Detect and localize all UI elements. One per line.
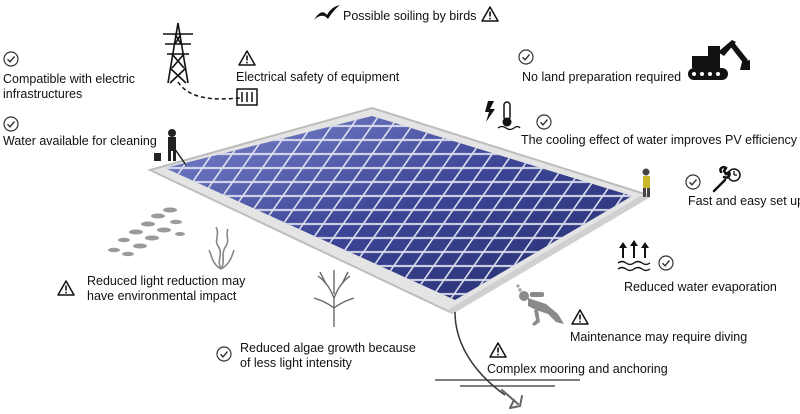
check-circle-icon	[658, 255, 674, 271]
check-circle-icon	[3, 116, 19, 132]
power-pylon-icon	[163, 22, 193, 84]
warning-triangle-icon	[571, 309, 589, 325]
worker-cleaning	[154, 129, 187, 166]
mooring-line	[454, 311, 506, 396]
label-light-reduction-1: Reduced light reduction may	[87, 274, 246, 288]
evaporation-arrows-icon	[617, 240, 651, 272]
worker-setup	[642, 168, 650, 197]
check-circle-icon	[685, 174, 701, 190]
label-water-cleaning: Water available for cleaning	[3, 134, 157, 148]
label-maintenance-diving: Maintenance may require diving	[570, 330, 748, 344]
power-cable	[177, 81, 241, 100]
check-circle-icon	[536, 114, 552, 130]
float-edge	[448, 192, 650, 315]
bird-icon	[314, 5, 340, 20]
label-electric-compat-2: infrastructures	[3, 87, 83, 101]
check-circle-icon	[216, 346, 232, 362]
anchor-icon	[501, 389, 523, 409]
label-electrical-safety: Electrical safety of equipment	[236, 70, 400, 84]
diver-icon	[516, 284, 564, 326]
check-circle-icon	[3, 51, 19, 67]
fish-school-icon	[108, 207, 185, 257]
label-light-reduction-2: have environmental impact	[87, 289, 237, 303]
aquatic-plant-icon	[208, 226, 235, 270]
label-fast-setup: Fast and easy set up	[688, 194, 800, 208]
label-algae-1: Reduced algae growth because	[240, 341, 416, 355]
label-algae-2: of less light intensity	[240, 356, 352, 370]
pv-panel-grid	[165, 116, 632, 300]
label-mooring: Complex mooring and anchoring	[487, 362, 668, 376]
warning-triangle-icon	[489, 342, 507, 358]
warning-triangle-icon	[481, 6, 499, 22]
water-surface	[435, 379, 580, 387]
check-circle-icon	[518, 49, 534, 65]
wrench-icon	[712, 165, 741, 193]
thermometer-icon	[485, 101, 521, 131]
warning-triangle-icon	[57, 280, 75, 296]
electrical-box-icon	[236, 88, 258, 106]
label-soiling-birds: Possible soiling by birds	[343, 9, 477, 23]
label-reduced-evaporation: Reduced water evaporation	[624, 280, 777, 294]
label-cooling-effect: The cooling effect of water improves PV …	[521, 133, 798, 147]
label-electric-compat-1: Compatible with electric	[3, 72, 135, 86]
aquatic-plant-icon	[313, 270, 355, 327]
label-no-land-prep: No land preparation required	[522, 70, 682, 84]
excavator-icon	[688, 40, 750, 80]
warning-triangle-icon	[238, 50, 256, 66]
